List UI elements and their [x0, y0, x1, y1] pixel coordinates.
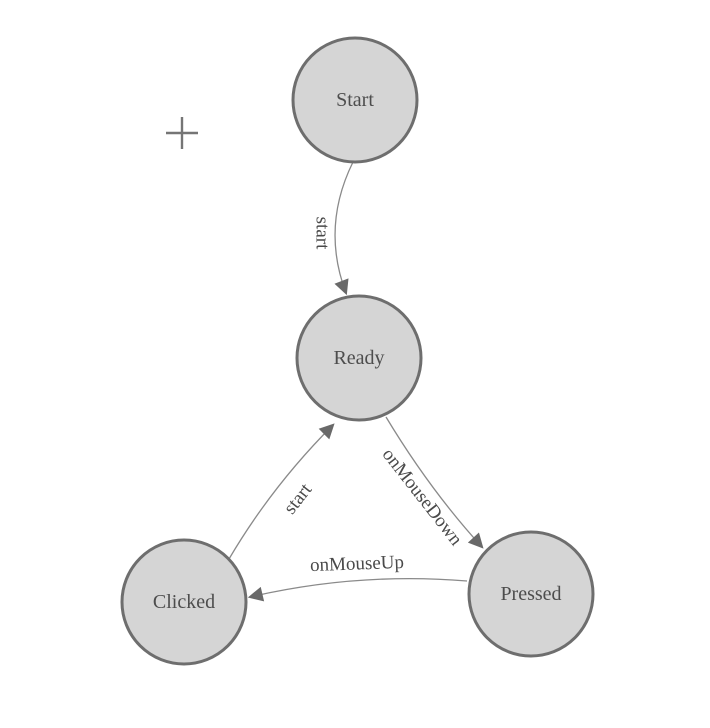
- state-label-clicked: Clicked: [153, 591, 215, 613]
- transition-edge-ready-to-pressed[interactable]: [385, 416, 484, 549]
- state-circle-pressed[interactable]: [467, 530, 595, 658]
- crosshair-cursor-icon: [166, 117, 198, 149]
- transition-label-clicked-to-ready: start: [280, 479, 317, 518]
- state-node-clicked[interactable]: Clicked: [120, 538, 248, 666]
- transition-label-pressed-to-clicked: onMouseUp: [310, 552, 405, 576]
- state-circle-ready[interactable]: [295, 294, 423, 422]
- nodes-layer: Start Ready Clicked Pressed: [120, 36, 595, 666]
- state-label-pressed: Pressed: [500, 583, 561, 605]
- state-circle-start[interactable]: [291, 36, 419, 164]
- state-node-start[interactable]: Start: [291, 36, 419, 164]
- transition-edge-start-to-ready[interactable]: [334, 161, 354, 296]
- state-label-start: Start: [336, 89, 374, 111]
- transition-label-ready-to-pressed: onMouseDown: [378, 444, 467, 550]
- state-label-ready: Ready: [333, 347, 384, 369]
- state-circle-clicked[interactable]: [120, 538, 248, 666]
- state-node-pressed[interactable]: Pressed: [467, 530, 595, 658]
- transition-label-start-to-ready: start: [312, 217, 333, 250]
- transitions-layer: [228, 161, 484, 602]
- transition-edge-pressed-to-clicked[interactable]: [247, 577, 468, 602]
- state-node-ready[interactable]: Ready: [295, 294, 423, 422]
- transition-edge-clicked-to-ready[interactable]: [228, 423, 335, 560]
